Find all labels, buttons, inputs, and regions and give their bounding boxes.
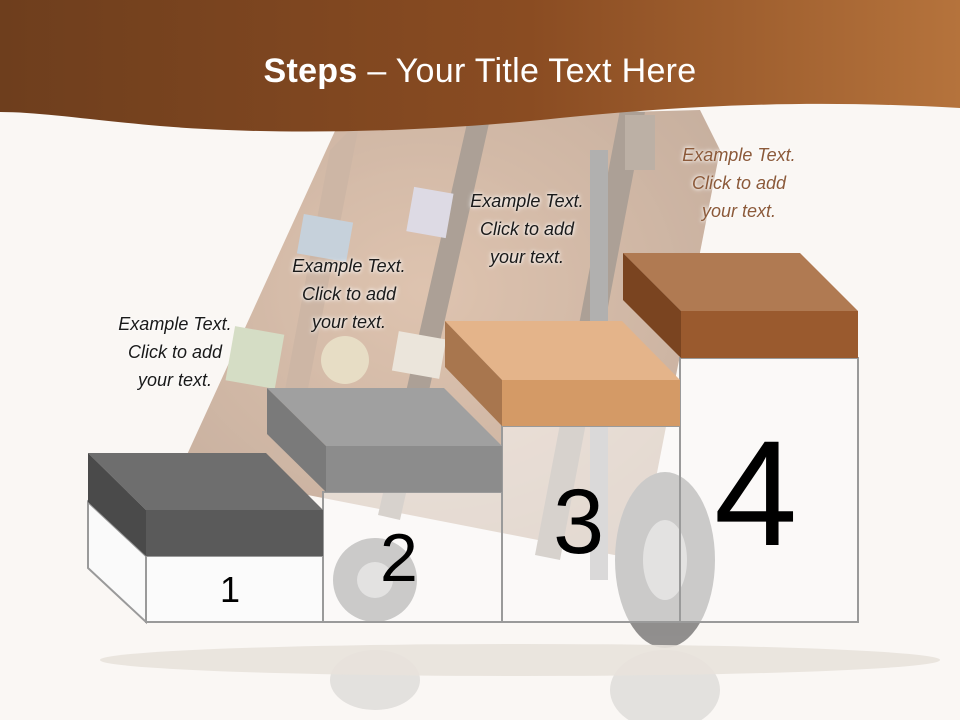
staircase (87, 357, 859, 625)
caption-line: Click to add (479, 219, 575, 239)
caption-line: Example Text. (470, 191, 584, 211)
caption-line: your text. (311, 312, 387, 332)
step-block-1[interactable] (88, 453, 323, 556)
caption-line: your text. (137, 370, 213, 390)
caption-line: your text. (489, 247, 565, 267)
step-1-caption[interactable]: Example Text. Click to add your text. (90, 310, 260, 394)
step-2-caption[interactable]: Example Text. Click to add your text. (264, 252, 434, 336)
step-2-number: 2 (380, 520, 418, 596)
step-4-caption[interactable]: Example Text. Click to add your text. (654, 141, 824, 225)
step-3-caption[interactable]: Example Text. Click to add your text. (442, 187, 612, 271)
title-rest: – Your Title Text Here (357, 52, 697, 90)
header-band (0, 0, 960, 132)
caption-line: Click to add (691, 173, 787, 193)
caption-line: Click to add (301, 284, 397, 304)
page-title[interactable]: Steps – Your Title Text Here (0, 52, 960, 91)
title-bold: Steps (263, 52, 358, 90)
step-3-number: 3 (553, 471, 605, 573)
caption-line: Example Text. (292, 256, 406, 276)
caption-line: your text. (701, 201, 777, 221)
step-block-3[interactable] (445, 321, 680, 426)
step-block-2[interactable] (267, 388, 502, 492)
step-4-number: 4 (714, 409, 798, 577)
caption-line: Example Text. (118, 314, 232, 334)
step-block-4[interactable] (623, 253, 858, 358)
step-1-number: 1 (220, 569, 241, 610)
caption-line: Click to add (127, 342, 223, 362)
caption-line: Example Text. (682, 145, 796, 165)
